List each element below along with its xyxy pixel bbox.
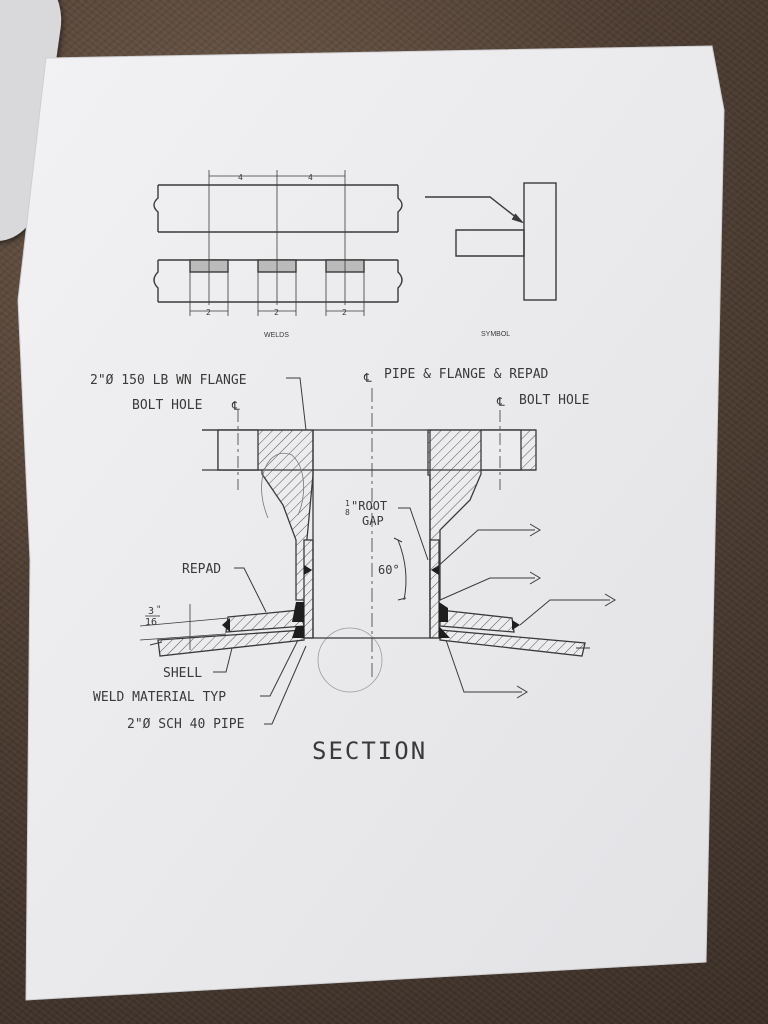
- paper-sheet: [17, 45, 725, 1001]
- bolt-hole-left-label: BOLT HOLE: [132, 398, 202, 413]
- pipe-label: 2"Ø SCH 40 PIPE: [127, 717, 244, 732]
- centerline-symbol-left: ℄: [231, 399, 240, 413]
- centerline-symbol: ℄: [363, 371, 372, 385]
- thickness-dim-lines: [139, 604, 229, 650]
- root-gap-fraction-num: 1: [345, 499, 350, 508]
- centerline-label: PIPE & FLANGE & REPAD: [384, 367, 549, 382]
- flange-leader: [286, 377, 307, 431]
- welds-caption: WELDS: [264, 332, 289, 339]
- right-weld-leaders: [435, 523, 616, 699]
- pipe-leader: [264, 645, 307, 725]
- flange-label: 2"Ø 150 LB WN FLANGE: [90, 373, 247, 388]
- root-gap-label-2: GAP: [362, 514, 384, 528]
- dim-bottom-2: 2: [274, 308, 279, 317]
- shell-label: SHELL: [163, 666, 202, 681]
- root-gap-fraction-den: 8: [345, 508, 350, 517]
- thickness-fraction-den: 16: [145, 617, 157, 628]
- weld-beads: [222, 565, 520, 638]
- welds-figure: [153, 170, 403, 316]
- repad-leader: [234, 567, 267, 613]
- pipe-walls: [303, 430, 440, 639]
- centerline-symbol-right: ℄: [496, 395, 505, 409]
- weld-material-label: WELD MATERIAL TYP: [93, 690, 226, 705]
- shell-leader: [213, 647, 233, 673]
- dim-top-1: 4: [238, 173, 243, 182]
- bolt-hole-right-label: BOLT HOLE: [519, 393, 589, 408]
- thickness-fraction-num: 3: [148, 606, 154, 617]
- weld-symbol-figure: [425, 182, 557, 301]
- repad-label: REPAD: [182, 562, 221, 577]
- root-gap-label-1: "ROOT: [351, 499, 387, 513]
- angle-label: 60°: [378, 563, 400, 577]
- bolt-hole-centerlines: [237, 410, 501, 490]
- thickness-unit: ": [156, 605, 161, 615]
- phantom-arc: [261, 452, 305, 519]
- phantom-circle: [317, 627, 383, 693]
- dim-bottom-1: 2: [206, 308, 211, 317]
- dim-bottom-3: 2: [342, 308, 347, 317]
- dim-top-2: 4: [308, 173, 313, 182]
- root-gap-annotation: [393, 507, 429, 601]
- symbol-caption: SYMBOL: [481, 331, 510, 338]
- section-title: SECTION: [312, 737, 427, 765]
- weld-material-leader: [260, 639, 299, 697]
